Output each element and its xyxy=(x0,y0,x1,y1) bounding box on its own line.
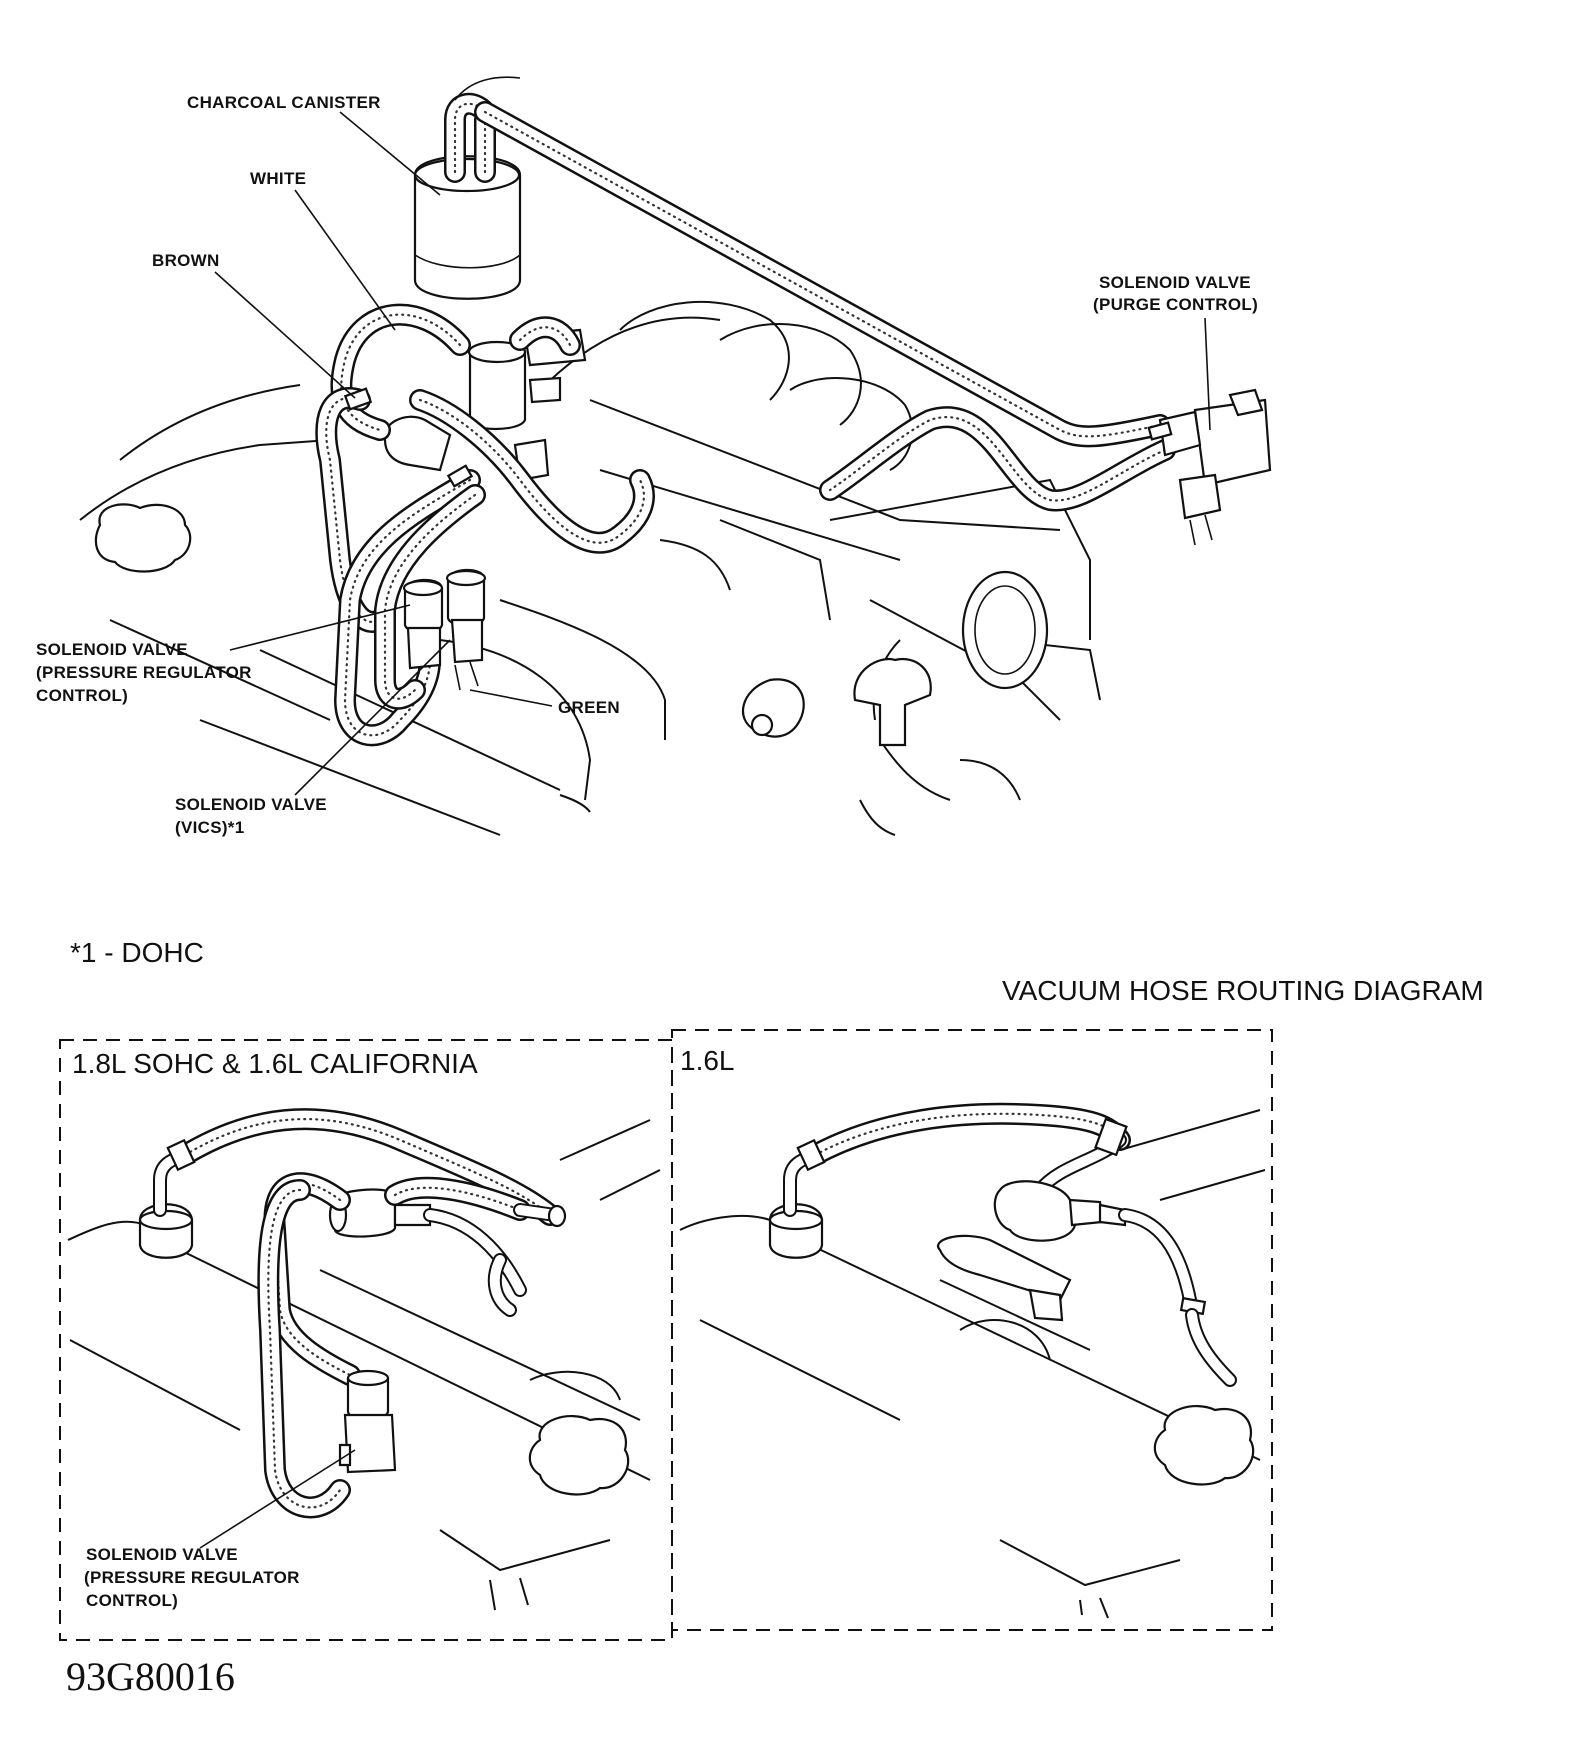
dome-sensor xyxy=(853,657,932,747)
label-white: WHITE xyxy=(250,169,306,188)
label-solenoid-prc-3: CONTROL) xyxy=(36,686,128,705)
panel-right-title: 1.6L xyxy=(680,1045,735,1076)
panel-left-callout-2: (PRESSURE REGULATOR xyxy=(84,1568,300,1587)
label-solenoid-prc-1: SOLENOID VALVE xyxy=(36,640,188,659)
figure-code: 93G80016 xyxy=(66,1654,235,1699)
panel-left-callout-1: SOLENOID VALVE xyxy=(86,1545,238,1564)
label-charcoal-canister: CHARCOAL CANISTER xyxy=(187,93,381,112)
diagram-title: VACUUM HOSE ROUTING DIAGRAM xyxy=(1002,975,1484,1006)
label-green: GREEN xyxy=(558,698,620,717)
hose-clamp xyxy=(446,464,474,488)
radiator-cap xyxy=(1153,1405,1255,1486)
panel-right-frame xyxy=(671,1029,1273,1631)
engine-outline xyxy=(79,300,1101,836)
top-labels: CHARCOAL CANISTER WHITE BROWN SOLENOID V… xyxy=(36,93,1258,837)
small-knob-end xyxy=(750,713,774,737)
panel-left-frame xyxy=(59,1039,673,1641)
label-brown: BROWN xyxy=(152,251,220,270)
solenoid-valve-vics xyxy=(445,568,487,664)
label-solenoid-purge-2: (PURGE CONTROL) xyxy=(1093,295,1258,314)
throttle-body xyxy=(961,570,1049,690)
footnote-dohc: *1 - DOHC xyxy=(70,937,204,968)
panel-left-callout-3: CONTROL) xyxy=(86,1591,178,1610)
solenoid-valve-purge-control xyxy=(1158,388,1272,546)
panel-right-drawing xyxy=(679,1102,1266,1619)
panel-left-drawing: SOLENOID VALVE (PRESSURE REGULATOR CONTR… xyxy=(67,1108,661,1611)
charcoal-canister xyxy=(413,155,522,300)
hose-clamp xyxy=(343,387,373,411)
hose-clamp xyxy=(1147,421,1173,441)
oil-filler-cap xyxy=(94,503,192,573)
label-solenoid-prc-2: (PRESSURE REGULATOR xyxy=(36,663,252,682)
label-solenoid-purge-1: SOLENOID VALVE xyxy=(1099,273,1251,292)
top-engine-drawing xyxy=(79,76,1272,836)
panel-left-title: 1.8L SOHC & 1.6L CALIFORNIA xyxy=(72,1048,478,1079)
label-solenoid-vics-1: SOLENOID VALVE xyxy=(175,795,327,814)
label-solenoid-vics-2: (VICS)*1 xyxy=(175,818,244,837)
throttle-body-inner xyxy=(974,585,1036,675)
radiator-cap xyxy=(528,1415,630,1496)
